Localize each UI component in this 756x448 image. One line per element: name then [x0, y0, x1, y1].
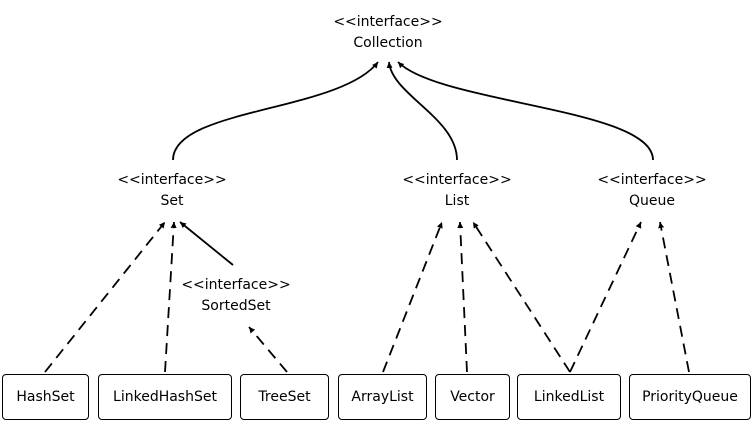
queue-stereotype: <<interface>>: [597, 172, 707, 188]
arraylist-box[interactable]: ArrayList: [338, 374, 427, 420]
queue-interface[interactable]: <<interface>> Queue: [582, 170, 722, 212]
treeset-box[interactable]: TreeSet: [240, 374, 329, 420]
priorityqueue-box[interactable]: PriorityQueue: [629, 374, 751, 420]
edge-list-to-collection: [386, 61, 458, 161]
set-stereotype: <<interface>>: [117, 172, 227, 188]
vector-box[interactable]: Vector: [435, 374, 510, 420]
collection-stereotype: <<interface>>: [333, 14, 443, 30]
set-interface[interactable]: <<interface>> Set: [102, 170, 242, 212]
edge-vector-to-list: [457, 221, 468, 373]
vector-label: Vector: [450, 389, 495, 405]
set-name: Set: [160, 193, 184, 209]
treeset-label: TreeSet: [258, 389, 311, 405]
list-name: List: [444, 193, 470, 209]
edge-priorityqueue-to-queue: [658, 221, 690, 373]
hashset-label: HashSet: [16, 389, 75, 405]
edge-treeset-to-sortedset: [248, 326, 288, 373]
collection-interface[interactable]: <<interface>> Collection: [318, 12, 458, 54]
edge-sortedset-to-set: [179, 221, 234, 266]
queue-name: Queue: [629, 193, 675, 209]
linkedhashset-label: LinkedHashSet: [113, 389, 217, 405]
sortedset-interface[interactable]: <<interface>> SortedSet: [166, 275, 306, 317]
edge-hashset-to-set: [44, 221, 166, 373]
collection-name: Collection: [353, 35, 423, 51]
linkedlist-box[interactable]: LinkedList: [517, 374, 621, 420]
linkedlist-label: LinkedList: [533, 389, 605, 405]
edge-linkedlist-to-queue: [569, 221, 642, 373]
sortedset-name: SortedSet: [201, 298, 271, 314]
linkedhashset-box[interactable]: LinkedHashSet: [98, 374, 232, 420]
edge-linkedlist-to-list: [472, 221, 571, 373]
hashset-box[interactable]: HashSet: [2, 374, 89, 420]
edge-linkedhashset-to-set: [164, 221, 177, 373]
edge-queue-to-collection: [397, 61, 654, 161]
priorityqueue-label: PriorityQueue: [642, 389, 738, 405]
list-interface[interactable]: <<interface>> List: [387, 170, 527, 212]
sortedset-stereotype: <<interface>>: [181, 277, 291, 293]
edge-arraylist-to-list: [382, 221, 443, 373]
arraylist-label: ArrayList: [351, 389, 414, 405]
edge-set-to-collection: [172, 61, 379, 161]
list-stereotype: <<interface>>: [402, 172, 512, 188]
